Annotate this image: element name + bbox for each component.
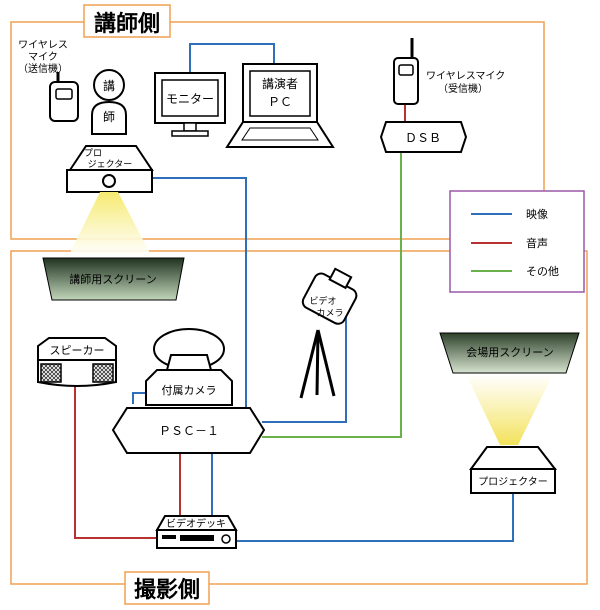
legend-box	[449, 190, 585, 293]
shooting-side-title: 撮影側	[134, 577, 200, 603]
connections	[74, 43, 514, 542]
speaker-side-region	[10, 21, 545, 240]
lecturer-screen: 講師用スクリーン	[42, 257, 185, 301]
svg-text:（受信機）: （受信機）	[438, 82, 488, 95]
video-link-videocamera-psc	[262, 315, 347, 423]
svg-text:ワイヤレス: ワイヤレス	[18, 40, 68, 51]
legend-item-other: その他	[471, 265, 559, 278]
audio-link-speaker-deck	[74, 386, 157, 539]
svg-text:講演者: 講演者	[262, 76, 298, 91]
svg-text:カメラ: カメラ	[316, 308, 343, 319]
shooting-side-region	[10, 250, 588, 585]
svg-text:ビデオデッキ: ビデオデッキ	[166, 517, 226, 530]
mic-receiver: ワイヤレスマイク （受信機）	[393, 38, 505, 105]
video-link-deck-projector	[236, 493, 514, 542]
svg-text:ビデオ: ビデオ	[309, 295, 336, 307]
svg-text:モニター: モニター	[166, 92, 214, 106]
video-link-projector-psc	[152, 177, 247, 408]
speaker: スピーカー	[37, 337, 117, 387]
venue-screen: 会場用スクリーン	[439, 332, 580, 374]
projector-top: プロ ジェクター	[66, 145, 154, 193]
dsb-unit: ＤＳＢ	[379, 121, 468, 153]
svg-text:プロ: プロ	[84, 148, 102, 159]
legend-item-audio: 音声	[471, 236, 548, 250]
video-deck: ビデオデッキ	[155, 515, 238, 549]
svg-text:ＰＣ: ＰＣ	[268, 95, 292, 109]
psc-1: ＰＳＣ－１	[111, 407, 266, 454]
svg-text:映像: 映像	[526, 208, 548, 221]
attached-camera: 付属カメラ	[145, 328, 233, 406]
other-link-dsb-psc	[262, 152, 402, 438]
svg-text:ＰＳＣ－１: ＰＳＣ－１	[159, 424, 219, 438]
projector-bottom: プロジェクター	[469, 446, 558, 494]
svg-text:ＤＳＢ: ＤＳＢ	[405, 131, 441, 145]
svg-text:プロジェクター: プロジェクター	[478, 476, 548, 488]
speaker-side-title: 講師側	[94, 11, 160, 37]
svg-text:音声: 音声	[526, 236, 548, 250]
mic-transmitter: ワイヤレス マイク （送信機）	[18, 40, 79, 122]
svg-text:師: 師	[103, 110, 115, 124]
svg-text:会場用スクリーン: 会場用スクリーン	[466, 346, 553, 359]
svg-text:ワイヤレスマイク: ワイヤレスマイク	[426, 70, 505, 82]
lecturer-pc: 講演者 ＰＣ	[225, 63, 335, 148]
legend-item-video: 映像	[471, 208, 548, 221]
svg-text:講: 講	[103, 78, 115, 93]
svg-text:付属カメラ: 付属カメラ	[162, 384, 217, 397]
video-link-cam-psc	[132, 392, 147, 404]
lecturer-figure: 講 師	[91, 69, 127, 135]
venue-projector-beam	[466, 374, 553, 445]
svg-text:その他: その他	[526, 265, 559, 278]
projector-top-beam	[68, 192, 152, 257]
monitor: モニター	[154, 72, 226, 137]
video-camera: ビデオ カメラ	[299, 267, 358, 399]
video-link-monitor-pc	[189, 43, 275, 73]
svg-text:ジェクター: ジェクター	[88, 159, 133, 170]
svg-text:講師用スクリーン: 講師用スクリーン	[69, 272, 156, 286]
svg-text:マイク: マイク	[28, 51, 58, 63]
svg-text:（送信機）: （送信機）	[18, 62, 68, 75]
svg-text:スピーカー: スピーカー	[50, 344, 105, 357]
